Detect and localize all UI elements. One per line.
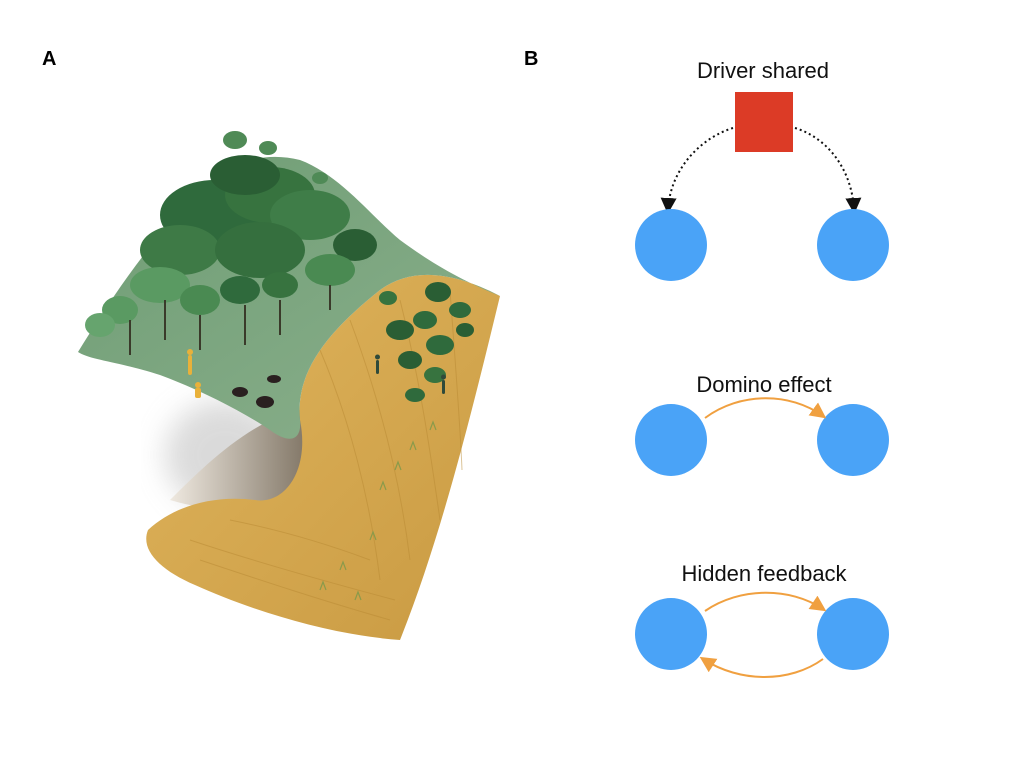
people-figures bbox=[187, 349, 201, 398]
people-figures-dark bbox=[375, 354, 446, 394]
arrow-forward bbox=[704, 591, 827, 612]
diagram-domino-effect: Domino effect bbox=[635, 372, 889, 476]
tree-trunks bbox=[129, 285, 331, 355]
dotted-arrow-left bbox=[660, 127, 734, 214]
arrow-backward bbox=[699, 656, 824, 678]
driver-node bbox=[735, 92, 793, 152]
node-right bbox=[817, 404, 889, 476]
panel-label-a: A bbox=[42, 48, 57, 70]
node-right bbox=[817, 598, 889, 670]
node-right bbox=[817, 209, 889, 281]
diagram-title-hidden-feedback: Hidden feedback bbox=[681, 561, 847, 586]
transition-shrubs bbox=[379, 282, 474, 402]
panel-label-b: B bbox=[524, 48, 539, 70]
diagram-driver-shared: Driver shared bbox=[635, 58, 889, 281]
tree-stumps bbox=[232, 375, 281, 408]
grass-tufts bbox=[319, 420, 437, 601]
diagram-title-domino-effect: Domino effect bbox=[696, 372, 831, 397]
diagram-hidden-feedback: Hidden feedback bbox=[635, 561, 889, 678]
node-left bbox=[635, 404, 707, 476]
forest-canopy bbox=[85, 131, 377, 337]
node-left bbox=[635, 598, 707, 670]
arrow-forward bbox=[704, 397, 827, 419]
diagram-title-driver-shared: Driver shared bbox=[697, 58, 829, 83]
dotted-arrow-right bbox=[794, 127, 862, 214]
node-left bbox=[635, 209, 707, 281]
